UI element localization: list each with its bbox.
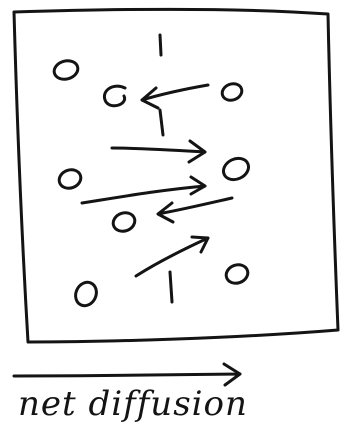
molecule-circle [74, 280, 98, 308]
molecule-circle [220, 82, 244, 102]
arrow-right-2 [80, 175, 207, 205]
arrow-left-2 [156, 196, 234, 224]
molecule-circle [103, 84, 127, 108]
arrow-left-top [140, 83, 210, 110]
net-diffusion-label: net diffusion [18, 384, 248, 424]
molecule-circle [111, 211, 137, 233]
molecule-circle [224, 263, 250, 285]
arrow-up-right [134, 235, 210, 278]
molecules [52, 59, 251, 308]
motion-tick-bottom [168, 270, 174, 304]
molecule-circle [57, 168, 83, 190]
motion-tick-top [158, 33, 163, 57]
molecule-arrows [80, 83, 234, 278]
container-box [12, 7, 340, 344]
arrow-right-1 [110, 139, 207, 164]
motion-tick-middle [158, 108, 165, 137]
molecule-circle [52, 59, 80, 81]
net-diffusion-arrow [12, 362, 242, 387]
molecule-circle [221, 156, 251, 182]
